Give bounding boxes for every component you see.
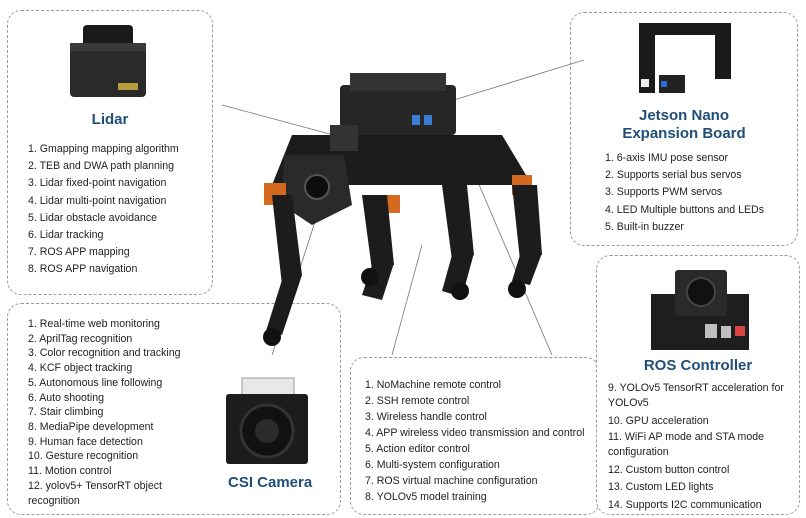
list-item: 12. yolov5+ TensorRT object recognition [28,479,162,507]
list-item: 2. Supports serial bus servos [605,169,742,182]
list-item: 4. LED Multiple buttons and LEDs [605,203,764,216]
list-item: 11. Motion control [28,465,112,478]
list-item: 6. Auto shooting [28,391,104,404]
list-item: 9. Human face detection [28,435,143,448]
ros-controller-panel: ROS Controller 9. YOLOv5 TensorRT accele… [596,255,800,515]
list-item: 3. Lidar fixed-point navigation [28,177,167,190]
list-item: 8. ROS APP navigation [28,263,138,276]
lidar-sensor-image [70,25,146,97]
list-item: 5. Action editor control [365,443,470,455]
list-item: 6. Lidar tracking [28,229,104,242]
robot-dog-image [221,59,585,355]
list-item: 2. TEB and DWA path planning [28,160,175,173]
remote-feature-list: 1. NoMachine remote control 2. SSH remot… [365,377,584,505]
csi-camera-panel: 1. Real-time web monitoring 2. AprilTag … [7,303,341,515]
jetson-panel: Jetson Nano Expansion Board 1. 6-axis IM… [570,12,798,246]
list-item: 10. GPU acceleration [608,415,709,427]
list-item: 2. SSH remote control [365,395,470,407]
list-item: 8. MediaPipe development [28,420,154,433]
remote-control-panel: 1. NoMachine remote control 2. SSH remot… [350,357,600,515]
list-item: 6. Multi-system configuration [365,459,500,471]
lidar-panel: Lidar 1. Gmapping mapping algorithm 2. T… [7,10,213,295]
list-item: 3. Supports PWM servos [605,186,723,199]
lidar-title: Lidar [91,111,129,128]
list-item: 8. YOLOv5 model training [365,491,487,503]
jetson-title-line1: Jetson Nano [638,107,729,124]
list-item: 1. NoMachine remote control [365,379,502,391]
ros-controller-image [651,270,749,350]
list-item: 9. YOLOv5 TensorRT acceleration for YOLO… [608,382,784,409]
list-item: 5. Autonomous line following [28,376,163,389]
list-item: 7. Stair climbing [28,406,104,419]
list-item: 5. Built-in buzzer [605,220,684,233]
list-item: 14. Supports I2C communication [608,498,762,511]
list-item: 1. Real-time web monitoring [28,318,160,330]
list-item: 4. Lidar multi-point navigation [28,194,167,207]
csi-camera-title: CSI Camera [228,474,313,491]
list-item: 3. Wireless handle control [365,411,487,423]
jetson-title-line2: Expansion Board [622,125,746,142]
list-item: 2. AprilTag recognition [28,332,133,345]
list-item: 4. APP wireless video transmission and c… [365,427,585,439]
list-item: 10. Gesture recognition [28,450,139,463]
list-item: 5. Lidar obstacle avoidance [28,211,157,224]
expansion-board-image [639,23,731,93]
list-item: 12. Custom button control [608,464,730,477]
lidar-feature-list: 1. Gmapping mapping algorithm 2. TEB and… [28,141,179,279]
list-item: 1. Gmapping mapping algorithm [28,143,179,155]
ros-controller-title: ROS Controller [643,357,753,374]
list-item: 4. KCF object tracking [28,362,133,375]
list-item: 13. Custom LED lights [608,481,714,494]
ros-feature-list: 9. YOLOv5 TensorRT acceleration for YOLO… [608,381,793,514]
list-item: 1. 6-axis IMU pose sensor [605,152,729,164]
csi-camera-image [226,377,308,464]
camera-feature-list: 1. Real-time web monitoring 2. AprilTag … [28,317,198,509]
list-item: 11. WiFi AP mode and STA mode configurat… [608,431,765,459]
list-item: 7. ROS APP mapping [28,246,130,259]
list-item: 3. Color recognition and tracking [28,347,181,360]
jetson-feature-list: 1. 6-axis IMU pose sensor 2. Supports se… [605,150,764,236]
list-item: 7. ROS virtual machine configuration [365,475,538,487]
